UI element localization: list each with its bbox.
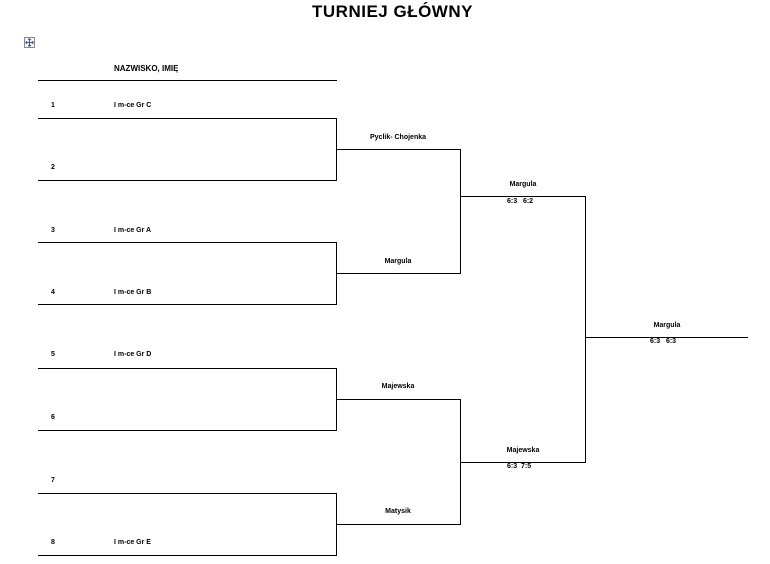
player-name: I m-ce Gr C [114,102,152,109]
final-score: 6:3 6:3 [650,338,677,345]
round2-winner: Majewska [506,447,540,454]
round1-winner: Margula [384,258,412,265]
player-name: I m-ce Gr A [114,227,152,234]
player-number: 2 [51,164,55,171]
player-line-4 [38,304,337,305]
player-number: 3 [51,227,55,234]
player-line-7 [38,493,337,494]
round2-winner: Margula [509,181,537,188]
move-handle-icon[interactable] [24,37,35,48]
round2-score: 6:3 7:5 [507,463,532,470]
bracket-connector [460,149,461,274]
round1-winner: Pyclik- Chojenka [369,134,427,141]
player-line-2 [38,180,337,181]
player-line-1 [38,118,337,119]
player-line-8 [38,555,337,556]
tournament-title: TURNIEJ GŁÓWNY [312,2,473,21]
round1-line [336,149,461,150]
name-column-header: NAZWISKO, IMIĘ [114,64,179,73]
player-number: 7 [51,477,55,484]
round1-line [336,524,461,525]
player-line-3 [38,242,337,243]
player-number: 4 [51,289,55,296]
player-name: I m-ce Gr D [114,351,152,358]
round2-score: 6:3 6:2 [507,198,534,205]
round1-line [336,273,461,274]
player-number: 5 [51,351,55,358]
player-line-5 [38,368,337,369]
bracket-connector [585,196,586,463]
final-winner: Margula [653,322,681,329]
round1-winner: Majewska [381,383,415,390]
player-name: I m-ce Gr E [114,539,151,546]
player-line-6 [38,430,337,431]
player-name: I m-ce Gr B [114,289,152,296]
round1-line [336,399,461,400]
round2-line [460,196,585,197]
player-number: 1 [51,102,55,109]
player-number: 6 [51,414,55,421]
round2-line [460,462,585,463]
player-number: 8 [51,539,55,546]
round1-winner: Matysik [385,508,411,515]
header-underline [38,80,337,81]
final-line [585,337,748,338]
